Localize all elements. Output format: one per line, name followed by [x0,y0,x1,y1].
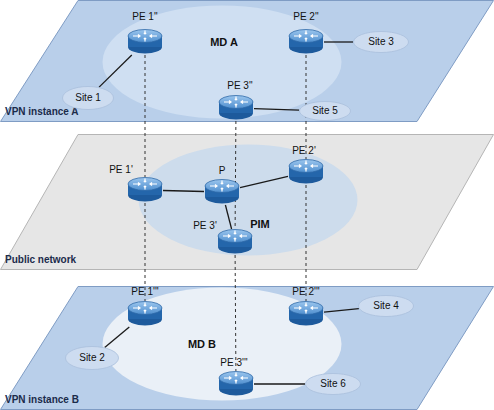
router-node: PE 1''' [127,301,163,327]
link-line [105,327,130,347]
router-node-shape [218,95,254,121]
router-top [289,160,323,173]
router-node: PE 1'' [127,29,163,55]
router-node-shape [288,29,324,55]
router-node: PE 3' [217,229,253,255]
link-line [163,191,204,192]
router-arrows [133,179,157,190]
site-label: Site 2 [79,352,105,364]
network-plane: Public network PIM PE 1' P PE 2' PE 3' [0,134,494,270]
router-top [219,96,253,109]
router-top [205,180,239,193]
site-area [306,374,361,395]
link-line [99,55,132,87]
router-label: PE 2'' [293,11,319,23]
domain-label: PIM [250,218,270,230]
link-line [225,205,231,229]
domain-label: MD B [188,338,216,350]
router-top [128,178,162,191]
dashed-link [235,255,237,371]
site-area [300,102,351,121]
router-label: PE 1''' [131,286,158,298]
link-line [324,309,359,313]
router-node: P [204,179,240,205]
domain-area [103,6,342,119]
site-ellipse: Site 5 [299,101,351,121]
router-top [289,30,323,43]
site-area [359,296,414,317]
link-line [254,383,305,384]
site-ellipse: Site 2 [65,346,119,370]
plane-label: VPN instance B [5,394,79,406]
router-node-shape [204,179,240,205]
network-plane: VPN instance A MD A PE 1'' PE 2'' Site 3 Site… [0,0,494,122]
plane-label: Public network [5,254,76,266]
router-arrows [224,97,248,108]
router-node-shape [127,177,163,203]
site-area [63,87,114,110]
router-node: PE 3'' [218,95,254,121]
router-arrows [133,31,157,42]
site-ellipse: Site 1 [62,86,114,110]
site-label: Site 6 [320,378,346,390]
router-arrows [210,181,234,192]
site-ellipse: Site 3 [353,31,409,53]
router-top [128,302,162,315]
site-label: Site 1 [75,92,101,104]
router-label: PE 1' [109,164,133,176]
link-line [254,109,299,111]
site-area [354,32,409,53]
router-node-shape [218,371,254,397]
router-arrows [294,303,318,314]
router-top [128,30,162,43]
plane-surface [1,135,494,270]
router-node-shape [288,159,324,185]
router-label: PE 2''' [292,286,319,298]
link-line [240,176,288,187]
router-arrows [294,161,318,172]
site-ellipse: Site 4 [358,295,414,317]
router-node: PE 2' [288,159,324,185]
router-label: PE 3''' [220,357,247,369]
site-label: Site 5 [312,105,338,117]
network-plane: VPN instance B MD B PE 1''' PE 2''' Site 4 Si… [0,286,494,410]
router-node: PE 3''' [218,371,254,397]
router-node-shape [127,301,163,327]
site-label: Site 4 [373,300,399,312]
router-node-shape [288,301,324,327]
router-arrows [223,231,247,242]
router-node: PE 2''' [288,301,324,327]
site-ellipse: Site 6 [305,373,361,395]
dashed-link [145,203,146,301]
router-top [219,372,253,385]
dashed-link [306,185,307,301]
router-node: PE 2'' [288,29,324,55]
router-arrows [224,373,248,384]
plane-label: VPN instance A [5,106,79,118]
router-label: PE 3' [193,220,217,232]
dashed-link [306,55,307,159]
router-node: PE 1' [127,177,163,203]
site-area [66,347,119,370]
router-top [289,302,323,315]
router-node-shape [217,229,253,255]
router-label: P [219,165,226,177]
router-node-shape [127,29,163,55]
plane-surface [1,287,494,410]
dashed-link [145,55,146,177]
router-arrows [133,303,157,314]
router-label: PE 1'' [132,11,158,23]
plane-surface [1,1,494,122]
router-top [218,230,252,243]
router-label: PE 2' [292,145,316,157]
dashed-link [235,121,237,229]
domain-area [139,145,358,256]
site-label: Site 3 [368,36,394,48]
router-arrows [294,31,318,42]
link-line [324,41,353,42]
router-label: PE 3'' [227,80,253,92]
domain-label: MD A [210,36,238,48]
